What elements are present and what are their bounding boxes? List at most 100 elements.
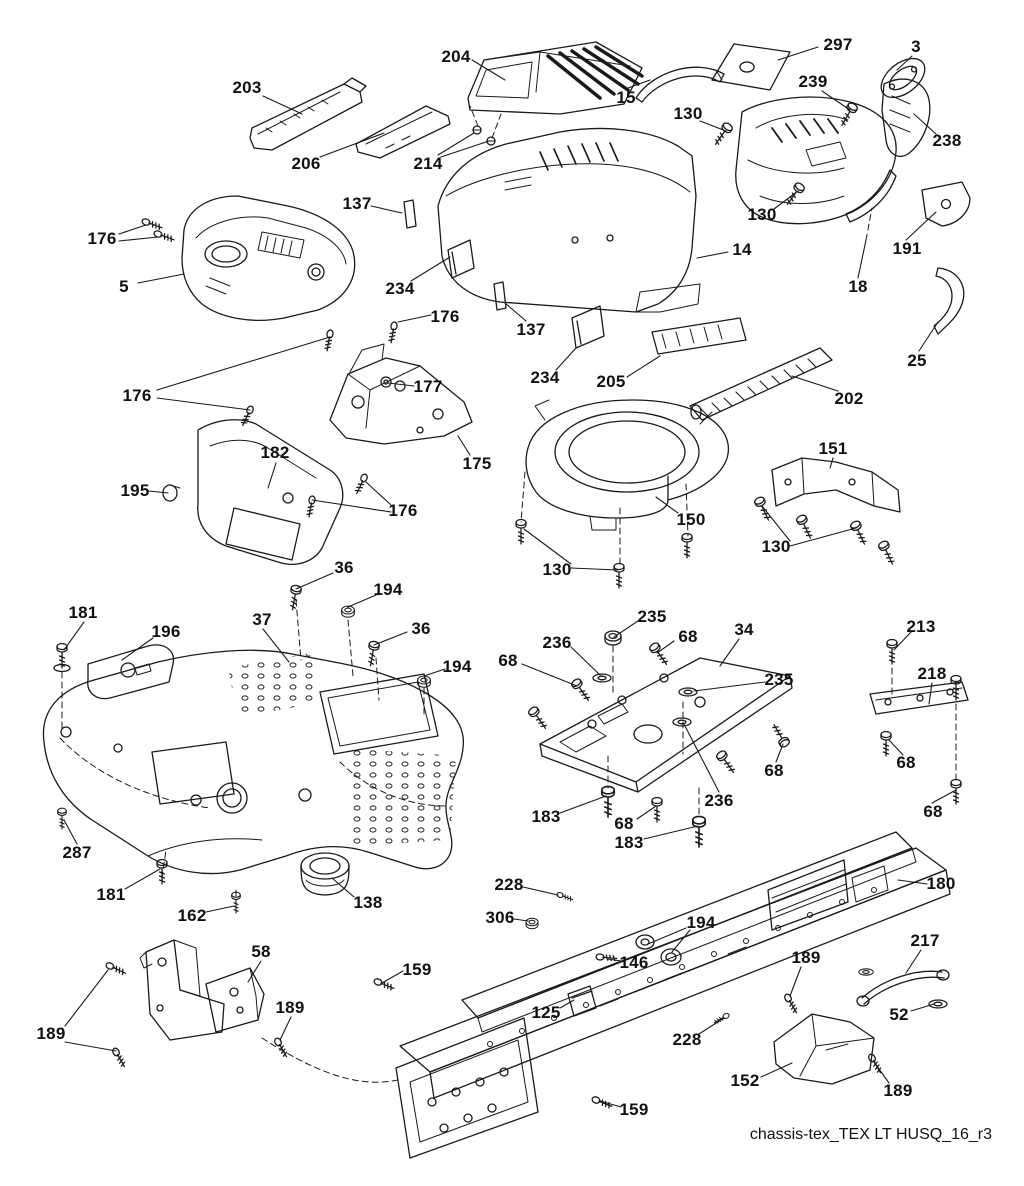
part-151-bracket <box>752 457 901 567</box>
part-202-grille-strip <box>689 347 833 421</box>
part-204-hood-grille <box>467 41 644 115</box>
part-label-218-47: 218 <box>917 664 947 683</box>
part-label-228-72: 228 <box>672 1030 702 1049</box>
leader-lines <box>63 46 957 1108</box>
part-label-176-30: 176 <box>388 501 418 520</box>
part-label-235-48: 235 <box>764 670 794 689</box>
part-label-206-7: 206 <box>291 154 321 173</box>
part-37-fender <box>42 649 465 875</box>
part-218-bracket <box>869 638 969 805</box>
part-label-68-52: 68 <box>923 802 943 821</box>
part-label-217-68: 217 <box>910 931 940 950</box>
part-label-189-73: 189 <box>36 1024 66 1043</box>
part-right-fender-assembly <box>710 78 931 225</box>
part-181-287-162-screws <box>53 642 241 914</box>
part-label-146-64: 146 <box>619 953 649 972</box>
part-label-130-12: 130 <box>747 205 777 224</box>
part-label-306-62: 306 <box>485 908 515 927</box>
part-label-213-44: 213 <box>906 617 936 636</box>
part-label-36-34: 36 <box>334 558 354 577</box>
part-label-191-14: 191 <box>892 239 922 258</box>
part-label-68-49: 68 <box>896 753 916 772</box>
part-234-pads <box>447 239 605 349</box>
part-label-196-37: 196 <box>151 622 181 641</box>
part-label-18-17: 18 <box>848 277 868 296</box>
part-label-194-35: 194 <box>373 580 403 599</box>
part-195-clip <box>162 484 181 502</box>
part-label-189-75: 189 <box>883 1081 913 1100</box>
part-label-37-38: 37 <box>252 610 272 629</box>
part-label-162-59: 162 <box>177 906 207 925</box>
part-label-130-32: 130 <box>761 537 791 556</box>
part-label-25-20: 25 <box>907 351 927 370</box>
part-label-52-71: 52 <box>889 1005 909 1024</box>
part-203-bracket <box>249 77 367 151</box>
part-label-68-45: 68 <box>498 651 518 670</box>
part-label-34-43: 34 <box>734 620 754 639</box>
part-label-239-5: 239 <box>798 72 828 91</box>
part-175-bracket-plate <box>329 343 473 445</box>
part-58-bracket <box>139 939 265 1041</box>
part-label-130-33: 130 <box>542 560 572 579</box>
part-label-159-76: 159 <box>619 1100 649 1119</box>
part-label-36-39: 36 <box>411 619 431 638</box>
part-137-spacers <box>403 199 507 311</box>
diagram-caption: chassis-tex_TEX LT HUSQ_16_r3 <box>749 1126 992 1143</box>
part-label-159-66: 159 <box>402 960 432 979</box>
part-label-183-55: 183 <box>614 833 644 852</box>
part-label-150-31: 150 <box>676 510 706 529</box>
part-152-bracket <box>773 1013 875 1085</box>
part-label-137-10: 137 <box>342 194 372 213</box>
part-label-236-41: 236 <box>542 633 572 652</box>
part-label-236-51: 236 <box>704 791 734 810</box>
part-182-pedestal <box>197 419 344 565</box>
part-34-seat-plate <box>526 630 793 848</box>
part-15-trim-strip <box>635 66 725 103</box>
part-label-68-50: 68 <box>764 761 784 780</box>
part-214-clips <box>472 125 496 146</box>
part-label-234-16: 234 <box>385 279 415 298</box>
part-label-175-27: 175 <box>462 454 492 473</box>
part-3-plate <box>880 57 926 99</box>
part-label-194-46: 194 <box>442 657 472 676</box>
part-label-189-70: 189 <box>275 998 305 1017</box>
part-297-box <box>711 43 791 91</box>
part-196-cover-plate <box>87 644 175 700</box>
part-label-177-25: 177 <box>413 377 443 396</box>
part-label-228-61: 228 <box>494 875 524 894</box>
assembly-dashed-lines <box>59 105 957 1083</box>
part-217-rod <box>856 968 950 1009</box>
part-label-137-19: 137 <box>516 320 546 339</box>
part-label-15-4: 15 <box>616 88 636 107</box>
part-label-176-24: 176 <box>122 386 152 405</box>
part-label-138-60: 138 <box>353 893 383 912</box>
part-label-205-22: 205 <box>596 372 626 391</box>
part-label-151-28: 151 <box>818 439 848 458</box>
part-205-vent <box>651 317 747 355</box>
part-small-hardware-bottom <box>372 891 731 1110</box>
part-176-screws <box>140 217 399 518</box>
part-label-68-42: 68 <box>678 627 698 646</box>
part-label-14-13: 14 <box>732 240 752 259</box>
part-label-287-56: 287 <box>62 843 92 862</box>
part-label-235-40: 235 <box>637 607 667 626</box>
part-label-130-6: 130 <box>673 104 703 123</box>
part-label-195-29: 195 <box>120 481 150 500</box>
part-label-58-65: 58 <box>251 942 271 961</box>
part-206-bracket <box>355 105 451 159</box>
part-label-238-9: 238 <box>932 131 962 150</box>
part-label-203-3: 203 <box>232 78 262 97</box>
part-label-181-36: 181 <box>68 603 98 622</box>
part-label-234-21: 234 <box>530 368 560 387</box>
part-label-5-15: 5 <box>119 277 129 296</box>
part-label-189-69: 189 <box>791 948 821 967</box>
part-14-dash-panel <box>437 127 701 313</box>
part-138-cup <box>300 852 350 896</box>
part-label-180-58: 180 <box>926 874 956 893</box>
part-label-204-0: 204 <box>441 47 471 66</box>
part-label-214-8: 214 <box>413 154 443 173</box>
part-label-176-18: 176 <box>430 307 460 326</box>
part-label-182-26: 182 <box>260 443 290 462</box>
